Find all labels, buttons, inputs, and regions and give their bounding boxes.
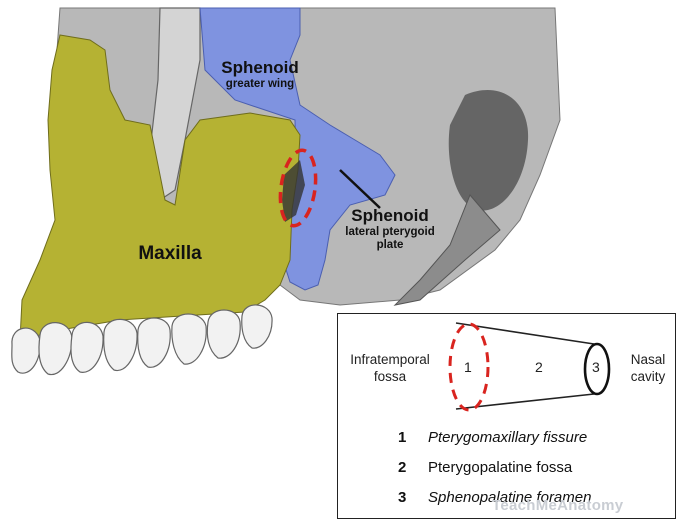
pterygoid-process <box>393 194 501 306</box>
plate-text: plate <box>376 238 404 251</box>
cone-bottom-edge <box>455 393 595 410</box>
sphenoid-pterygoid-label: Sphenoid lateral pterygoid plate <box>330 206 450 252</box>
key-number: 3 <box>398 489 407 506</box>
legend-box: Infratemporal fossa Nasal cavity 1 2 3 1… <box>337 313 676 519</box>
key-number: 1 <box>398 429 407 446</box>
cone-number-2: 2 <box>535 359 543 375</box>
watermark-text: TeachMeAnatomy <box>492 497 624 514</box>
key-text: Sphenopalatine foramen <box>428 489 592 506</box>
sphenoid-top-text: Sphenoid <box>221 58 299 77</box>
maxilla-label: Maxilla <box>138 243 202 264</box>
pterygoid-pointer-line <box>339 169 381 209</box>
legend-cone-diagram <box>448 322 611 412</box>
cone-left-dashed-ellipse <box>448 322 490 412</box>
key-row-3: 3 Sphenopalatine foramen <box>398 489 591 506</box>
cone-number-1: 1 <box>464 359 472 375</box>
sphenoid-side-text: Sphenoid <box>351 206 429 225</box>
fissure-dark-area <box>282 160 305 222</box>
infratemporal-line2: fossa <box>373 368 407 384</box>
key-row-1: 1 Pterygomaxillary fissure <box>398 429 587 446</box>
fissure-dashed-outline <box>278 148 318 228</box>
cone-right-ellipse <box>583 342 611 396</box>
key-row-2: 2 Pterygopalatine fossa <box>398 459 572 476</box>
zygomatic-arch <box>149 7 201 201</box>
infratemporal-line1: Infratemporal <box>350 352 430 367</box>
nasal-cavity-label: Nasal cavity <box>623 352 673 386</box>
infratemporal-fossa-label: Infratemporal fossa <box>344 352 436 386</box>
key-text: Pterygomaxillary fissure <box>428 429 588 446</box>
nasal-line1: Nasal <box>630 352 666 367</box>
sphenoid-greater-wing-label: Sphenoid greater wing <box>205 58 315 91</box>
lateral-pterygoid-text: lateral pterygoid <box>345 225 435 238</box>
greater-wing-text: greater wing <box>225 77 295 90</box>
key-number: 2 <box>398 459 407 476</box>
key-text: Pterygopalatine fossa <box>428 459 573 476</box>
nasal-line2: cavity <box>630 368 666 384</box>
cone-top-edge <box>455 322 595 345</box>
orbit-shadow <box>448 90 529 211</box>
teeth <box>11 304 273 376</box>
cone-number-3: 3 <box>592 359 600 375</box>
